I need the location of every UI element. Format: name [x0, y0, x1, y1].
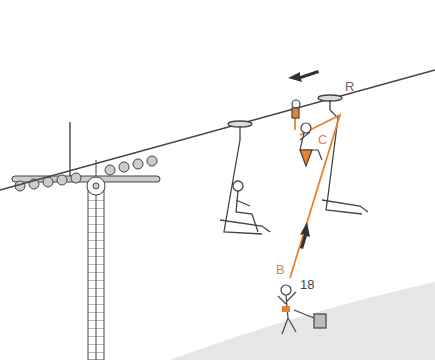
belayer-letter: B — [276, 263, 285, 276]
rescue-rope — [290, 115, 340, 278]
occupied-chair — [220, 121, 270, 234]
ground-rescuer — [278, 285, 326, 334]
rescuer-letter: C — [318, 133, 327, 146]
hill-slope — [170, 282, 435, 360]
haul-cable — [0, 70, 435, 190]
direction-arrow — [288, 70, 319, 249]
rescuer-on-cable — [292, 100, 322, 166]
empty-chair — [318, 95, 368, 214]
chair-letter: R — [345, 80, 354, 93]
lift-tower — [70, 122, 104, 360]
sheave-train — [12, 156, 160, 195]
callout-number: 18 — [300, 278, 314, 291]
